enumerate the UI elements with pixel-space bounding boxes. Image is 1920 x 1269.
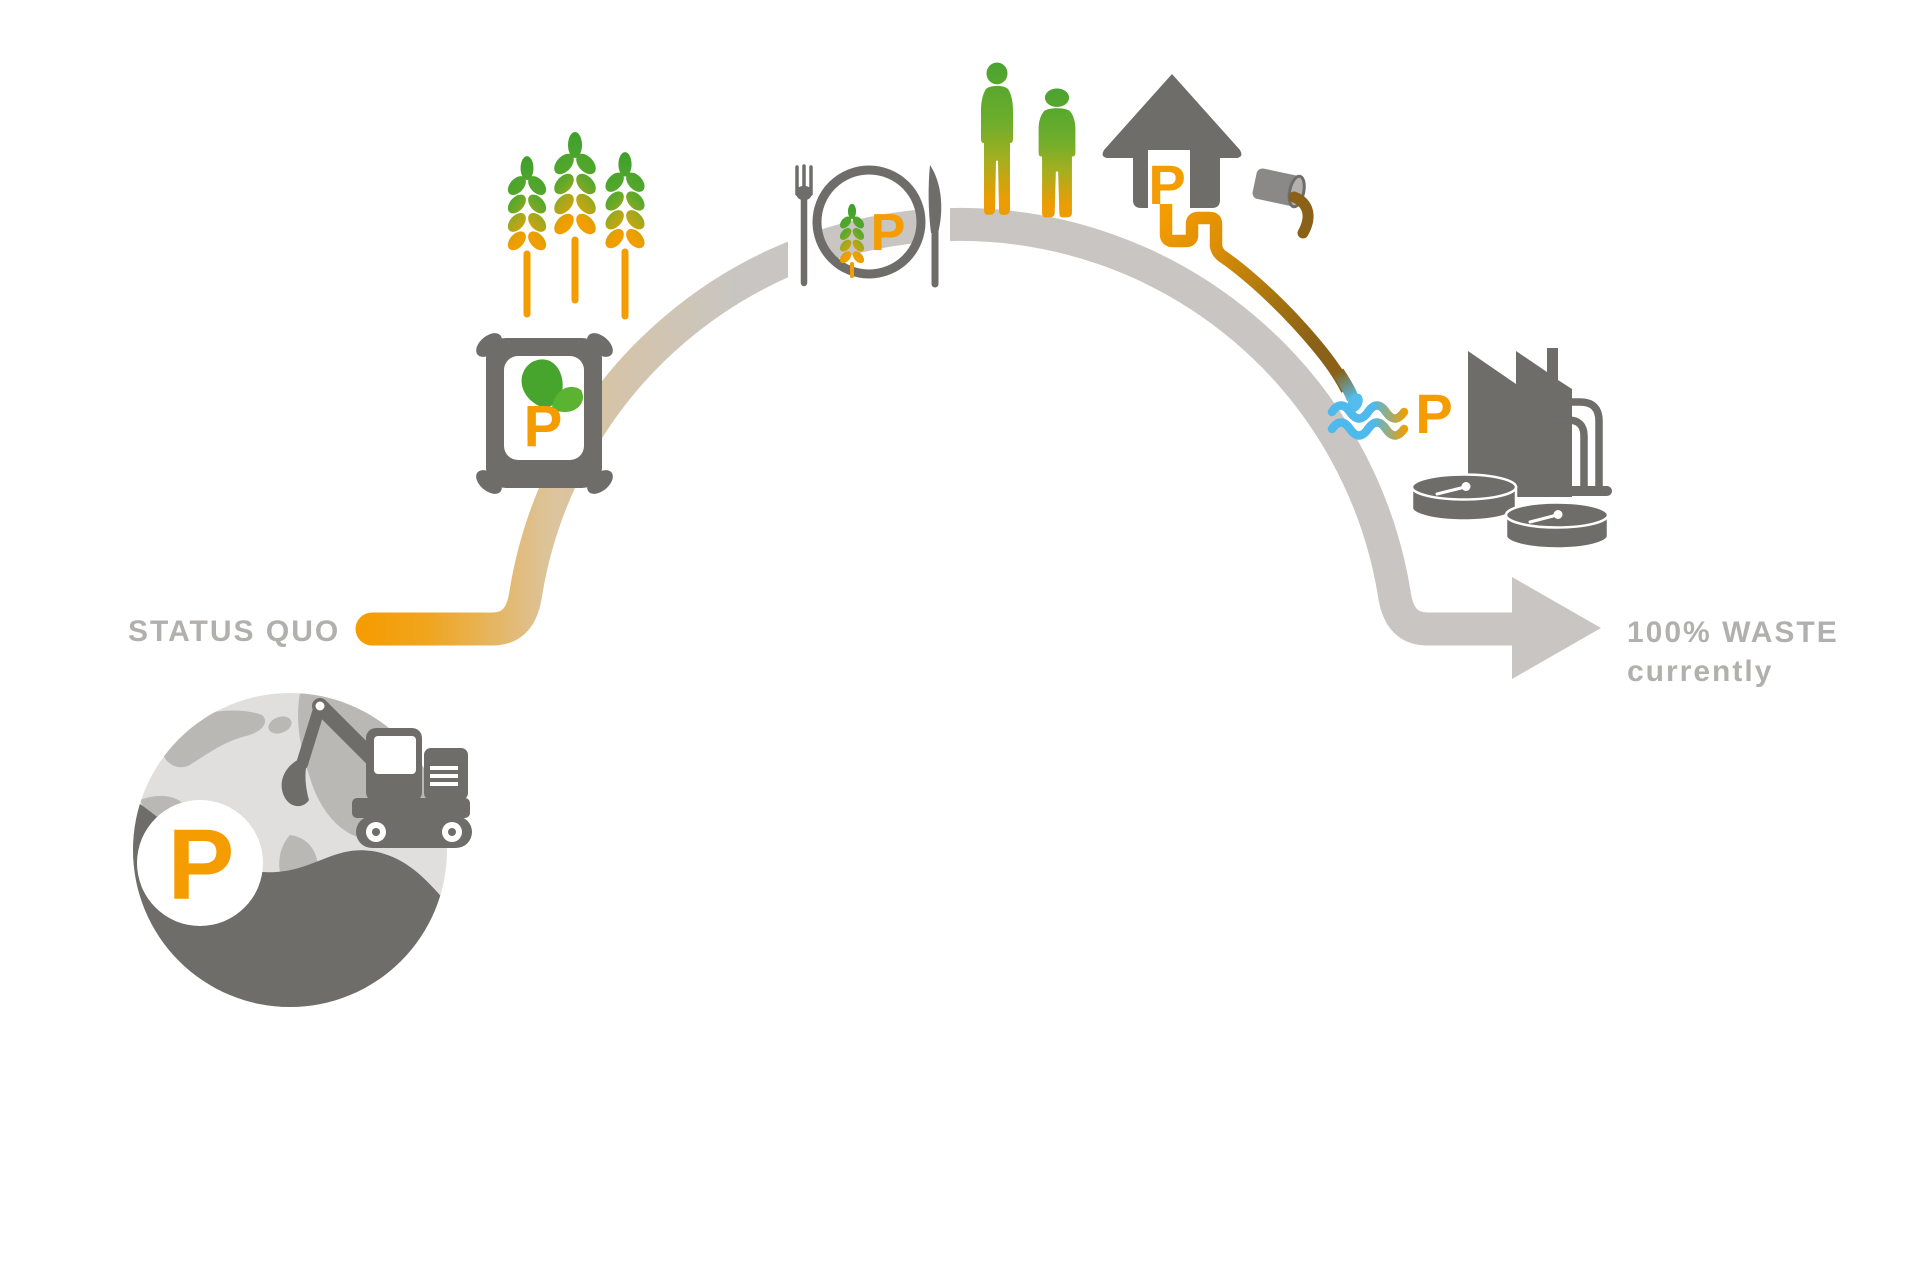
waste-label-line2: currently <box>1627 655 1773 688</box>
factory-icon <box>1468 348 1572 497</box>
fertilizer-bag-icon: P <box>476 333 613 494</box>
treatment-plant-icon <box>1410 348 1612 550</box>
pouring-cup-icon <box>1252 168 1314 239</box>
flow-arc <box>355 208 1601 679</box>
factory-pipes <box>1552 398 1603 489</box>
bag-p-label: P <box>524 394 563 459</box>
house-door <box>1148 150 1190 208</box>
knife-icon <box>928 165 942 288</box>
plate-with-cutlery-icon: P <box>788 157 950 292</box>
excavator-icon <box>281 698 472 848</box>
plate-icon <box>812 165 926 279</box>
wheat-stalks-icon <box>504 132 649 320</box>
waste-label-line1: 100% WASTE <box>1627 616 1839 649</box>
water-waves-icon <box>1327 401 1409 440</box>
clarifier-tank-icon <box>1504 501 1610 550</box>
plate-p-label: P <box>871 204 906 262</box>
wheat-stalk-icon <box>504 156 550 254</box>
globe-p-label: P <box>168 809 235 921</box>
wheat-stalk-icon <box>601 152 649 252</box>
excavator-window <box>374 736 416 774</box>
water-p-label: P <box>1415 382 1452 445</box>
person-icon <box>981 62 1013 215</box>
people-icon <box>981 62 1076 218</box>
excavator-tracks <box>356 816 472 848</box>
plate-wheat-icon <box>837 203 867 278</box>
globe-dark-wave <box>133 790 447 1007</box>
leaf-icon <box>521 359 584 412</box>
excavator-bucket <box>281 758 309 807</box>
fork-icon <box>795 164 813 287</box>
wheat-stalk-icon <box>550 132 600 238</box>
house-icon: P <box>1102 74 1242 216</box>
wastewater-icon: P <box>1327 382 1453 445</box>
clarifier-tank-icon <box>1410 473 1518 522</box>
phosphorus-badge <box>137 800 263 926</box>
person-icon <box>1038 88 1076 218</box>
status-quo-label: STATUS QUO <box>128 615 340 648</box>
arrow-head-icon <box>1512 577 1601 679</box>
